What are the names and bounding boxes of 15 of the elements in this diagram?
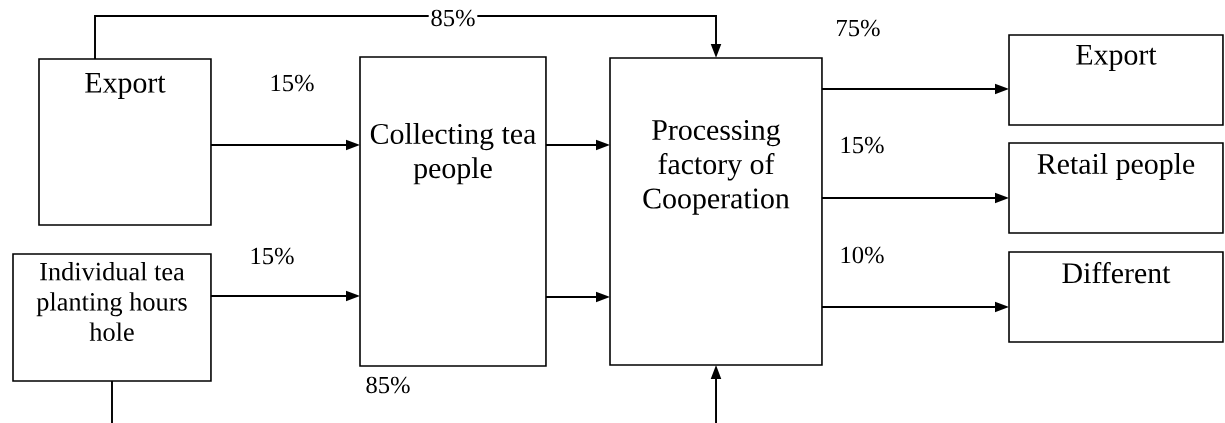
- process-box: Retail people: [1008, 142, 1224, 234]
- edge-label: 15%: [837, 134, 887, 156]
- edge-label: 10%: [837, 244, 887, 266]
- arrow: [94, 15, 722, 60]
- process-box: Processing factory of Cooperation: [609, 57, 823, 366]
- process-box: Export: [38, 58, 212, 226]
- edge-label: 75%: [833, 17, 883, 39]
- edge-label: 85%: [428, 7, 478, 29]
- process-box: Individual tea planting hours hole: [12, 253, 212, 382]
- edge-label: 85%: [363, 374, 413, 396]
- process-box: Collecting tea people: [359, 56, 547, 367]
- process-box: Export: [1008, 34, 1224, 126]
- edge-label: 15%: [247, 245, 297, 267]
- edge-label: 15%: [267, 72, 317, 94]
- process-box: Different: [1008, 251, 1224, 343]
